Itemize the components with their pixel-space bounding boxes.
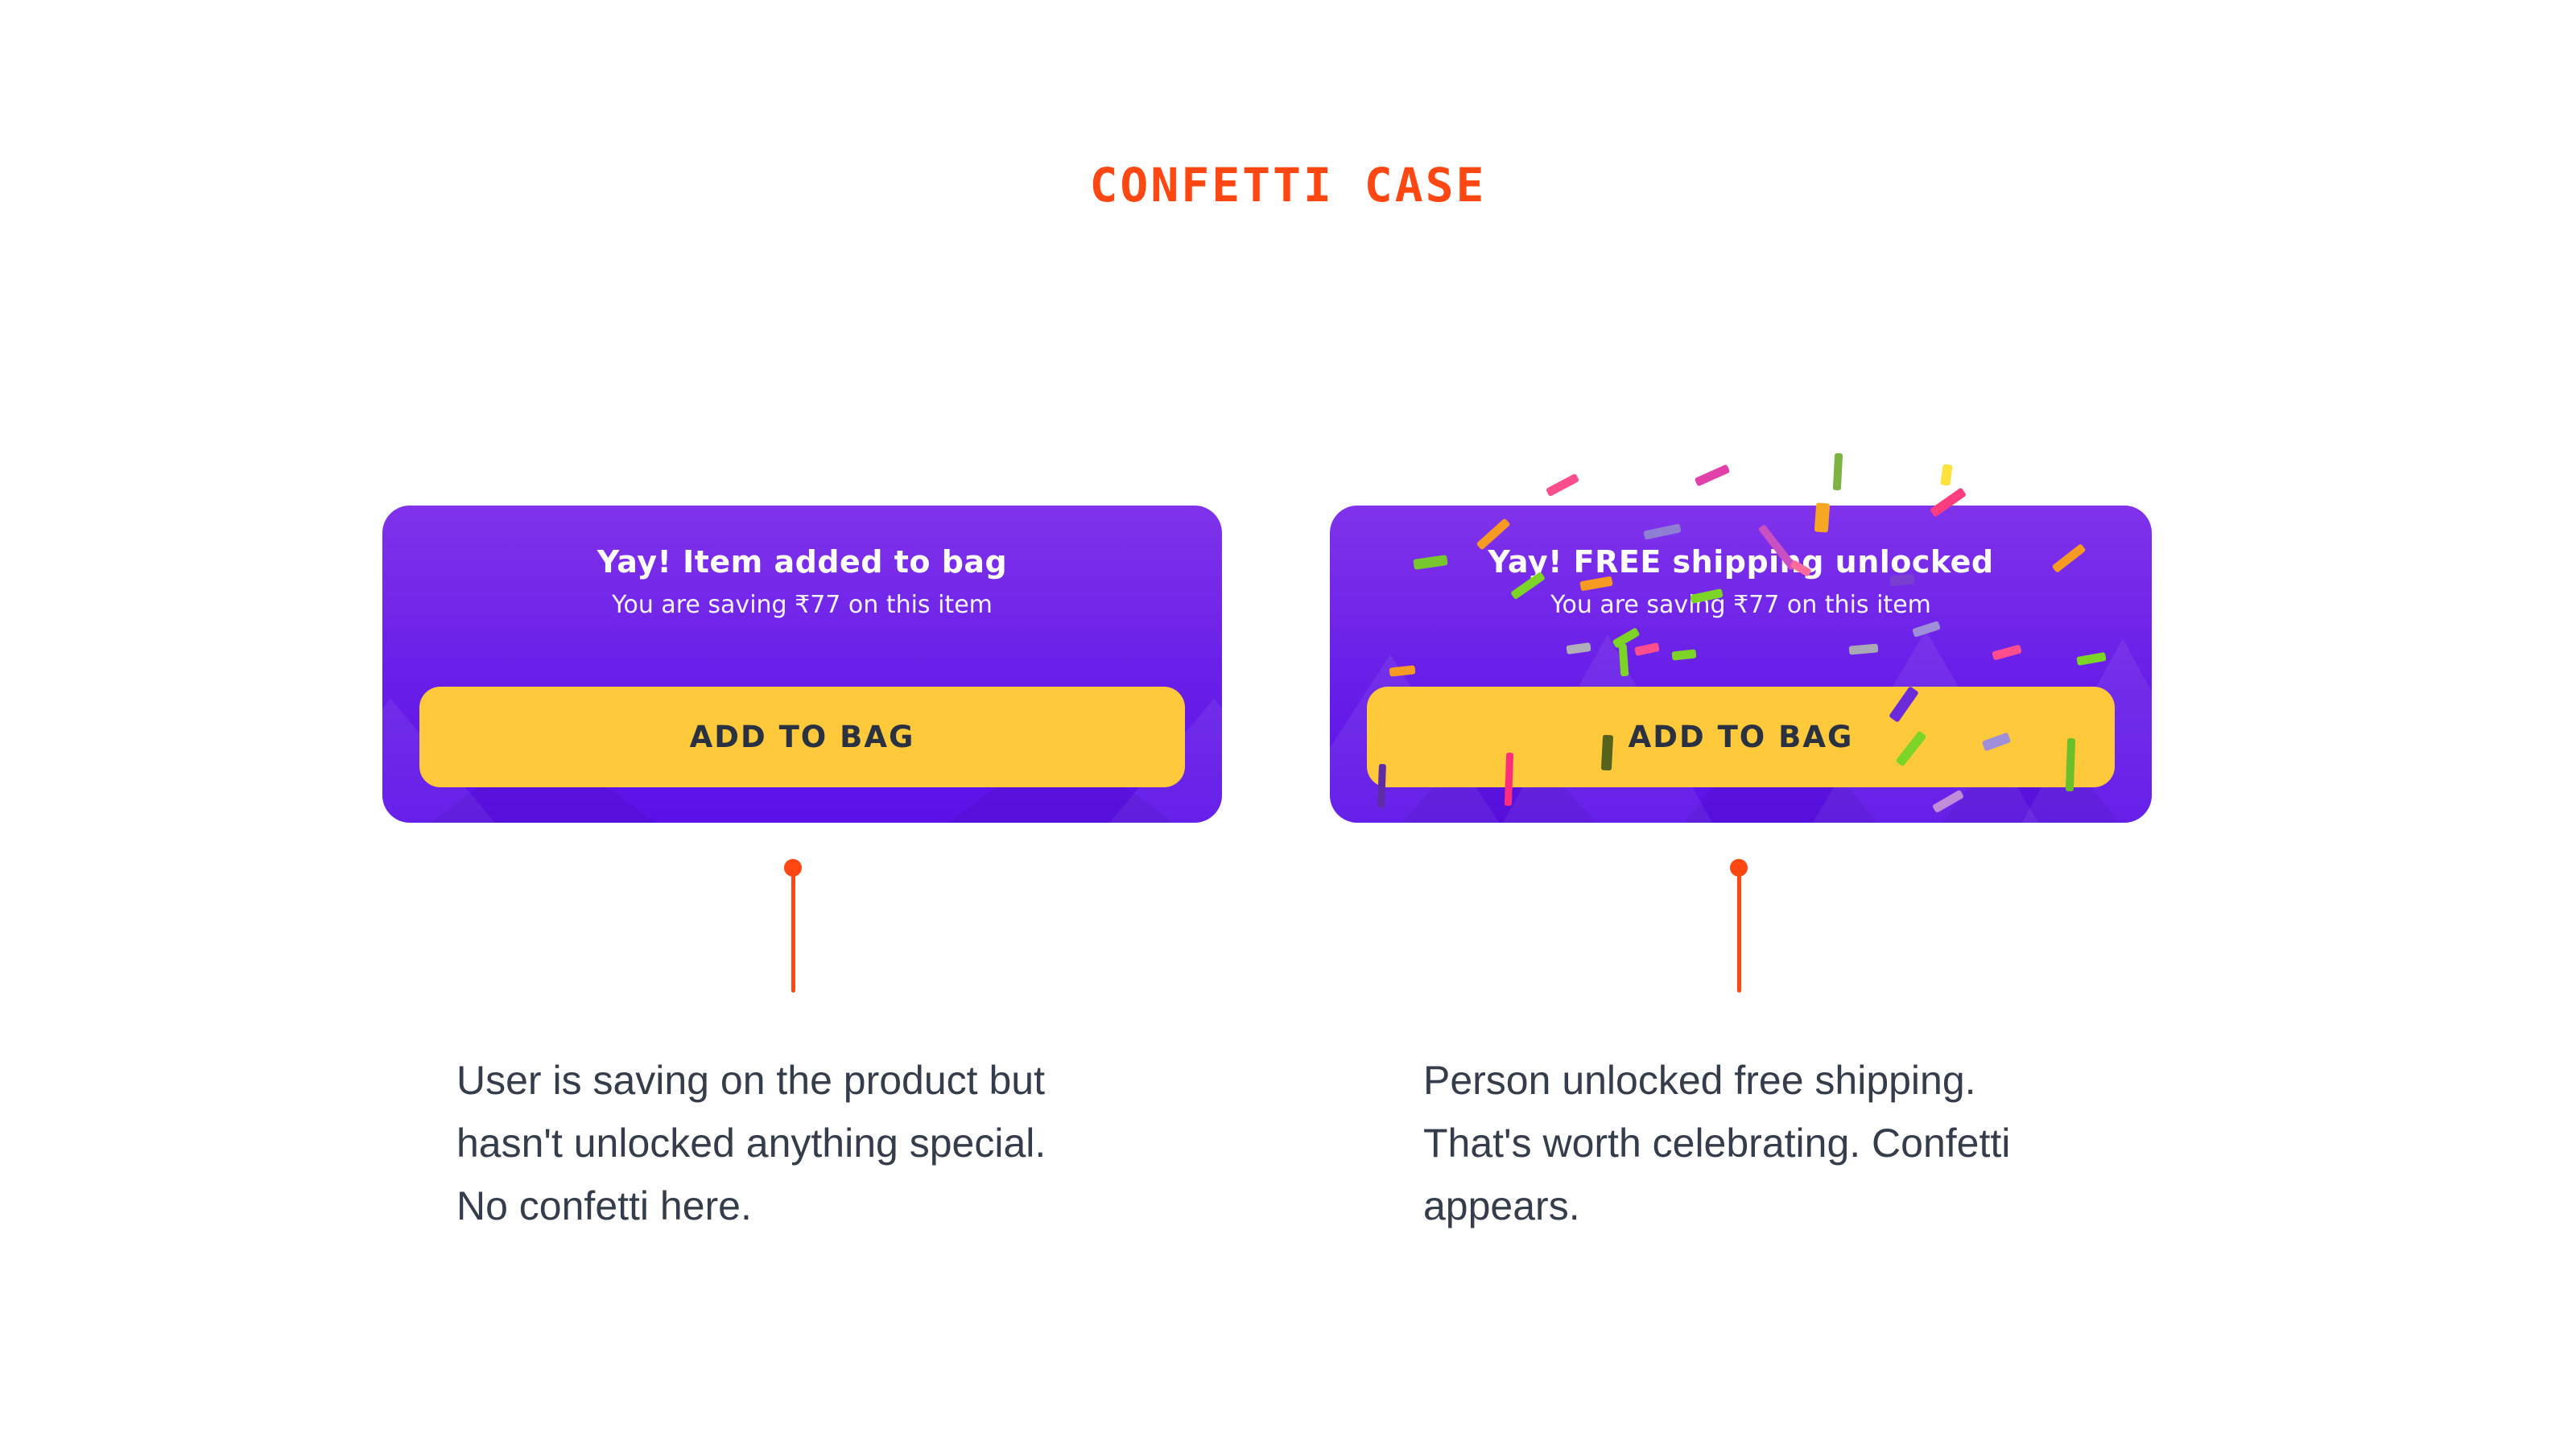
add-to-bag-button[interactable]: ADD TO BAG — [1367, 687, 2115, 787]
confetti-piece — [1694, 464, 1731, 486]
page-title: CONFETTI CASE — [1089, 158, 1487, 213]
connector-line — [1736, 870, 1741, 993]
add-to-bag-button[interactable]: ADD TO BAG — [419, 687, 1185, 787]
card-subtitle: You are saving ₹77 on this item — [612, 591, 993, 619]
confetti-piece — [1940, 464, 1953, 486]
card-title: Yay! FREE shipping unlocked — [1488, 544, 1994, 580]
confetti-piece — [1545, 473, 1580, 497]
caption-line: No confetti here. — [456, 1183, 752, 1228]
caption-line: User is saving on the product but — [456, 1058, 1045, 1103]
caption-line: appears. — [1423, 1183, 1580, 1228]
caption-confetti: Person unlocked free shipping. That's wo… — [1423, 1049, 2010, 1237]
caption-line: Person unlocked free shipping. — [1423, 1058, 1976, 1103]
connector-dot — [1730, 859, 1748, 877]
connector-dot — [784, 859, 802, 877]
card-confetti: Yay! FREE shipping unlocked You are savi… — [1330, 506, 2152, 823]
confetti-piece — [1832, 452, 1843, 491]
card-no-confetti: Yay! Item added to bag You are saving ₹7… — [382, 506, 1222, 823]
connector-line — [791, 870, 795, 993]
card-subtitle: You are saving ₹77 on this item — [1550, 591, 1931, 619]
card-title: Yay! Item added to bag — [597, 544, 1008, 580]
caption-line: That's worth celebrating. Confetti — [1423, 1121, 2011, 1166]
caption-line: hasn't unlocked anything special. — [456, 1121, 1046, 1166]
caption-no-confetti: User is saving on the product but hasn't… — [456, 1049, 1046, 1237]
